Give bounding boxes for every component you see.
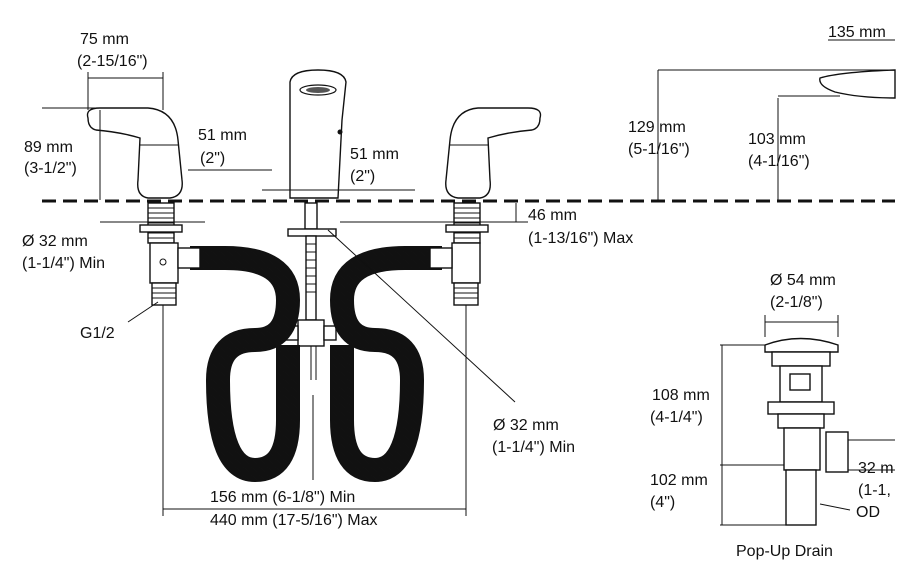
faucet-spout <box>289 69 347 199</box>
handle-clearance-mm: 51 mm <box>198 127 247 144</box>
drain-od-in: (1-1, <box>858 482 891 499</box>
center-hole-mm: Ø 32 mm <box>493 417 559 434</box>
right-supply-hose <box>329 246 453 483</box>
handle-width-mm: 75 mm <box>80 31 129 48</box>
left-valve-shank <box>139 202 183 306</box>
handle-height-in: (3-1/2") <box>24 160 77 177</box>
drain-od-mm: 32 m <box>858 460 894 477</box>
spout-height-mm: 129 mm <box>628 119 686 136</box>
right-handle <box>445 107 542 199</box>
dim-center-hole-leader <box>327 229 516 403</box>
dim-thread-leader <box>127 301 159 323</box>
drain-diameter-in: (2-1/8") <box>770 294 823 311</box>
spout-side-view <box>657 39 896 200</box>
centers-max: 440 mm (17-5/16") Max <box>210 512 378 529</box>
spout-clearance-in: (2") <box>350 168 375 185</box>
dim-handle-height <box>42 107 150 200</box>
drain-diameter-mm: Ø 54 mm <box>770 272 836 289</box>
spout-clearance-mm: 51 mm <box>350 146 399 163</box>
right-valve-shank <box>445 202 489 306</box>
handle-clearance-in: (2") <box>200 150 225 167</box>
shank-diameter-mm: Ø 32 mm <box>22 233 88 250</box>
dim-handle-width <box>87 72 164 110</box>
deck-thickness-in: (1-13/16") Max <box>528 230 633 247</box>
left-handle <box>86 107 183 199</box>
shank-diameter-in: (1-1/4") Min <box>22 255 105 272</box>
spout-outlet-height-in: (4-1/16") <box>748 153 810 170</box>
drain-od-label: OD <box>856 504 880 521</box>
handle-height-mm: 89 mm <box>24 139 73 156</box>
spout-height-in: (5-1/16") <box>628 141 690 158</box>
left-supply-hose <box>177 246 301 483</box>
dim-centers <box>162 305 467 516</box>
dim-deck-thickness <box>340 203 528 223</box>
deck-thickness-mm: 46 mm <box>528 207 577 224</box>
centers-min: 156 mm (6-1/8") Min <box>210 489 355 506</box>
drain-body-height-in: (4-1/4") <box>650 409 703 426</box>
spout-outlet-height-mm: 103 mm <box>748 131 806 148</box>
drain-tail-height-mm: 102 mm <box>650 472 708 489</box>
drain-body-height-mm: 108 mm <box>652 387 710 404</box>
handle-width-in: (2-15/16") <box>77 53 148 70</box>
drain-tail-height-in: (4") <box>650 494 675 511</box>
thread-label: G1/2 <box>80 325 115 342</box>
center-hole-in: (1-1/4") Min <box>492 439 575 456</box>
drain-caption: Pop-Up Drain <box>736 543 833 560</box>
spout-reach-mm: 135 mm <box>828 24 886 41</box>
pop-up-drain <box>720 315 895 526</box>
